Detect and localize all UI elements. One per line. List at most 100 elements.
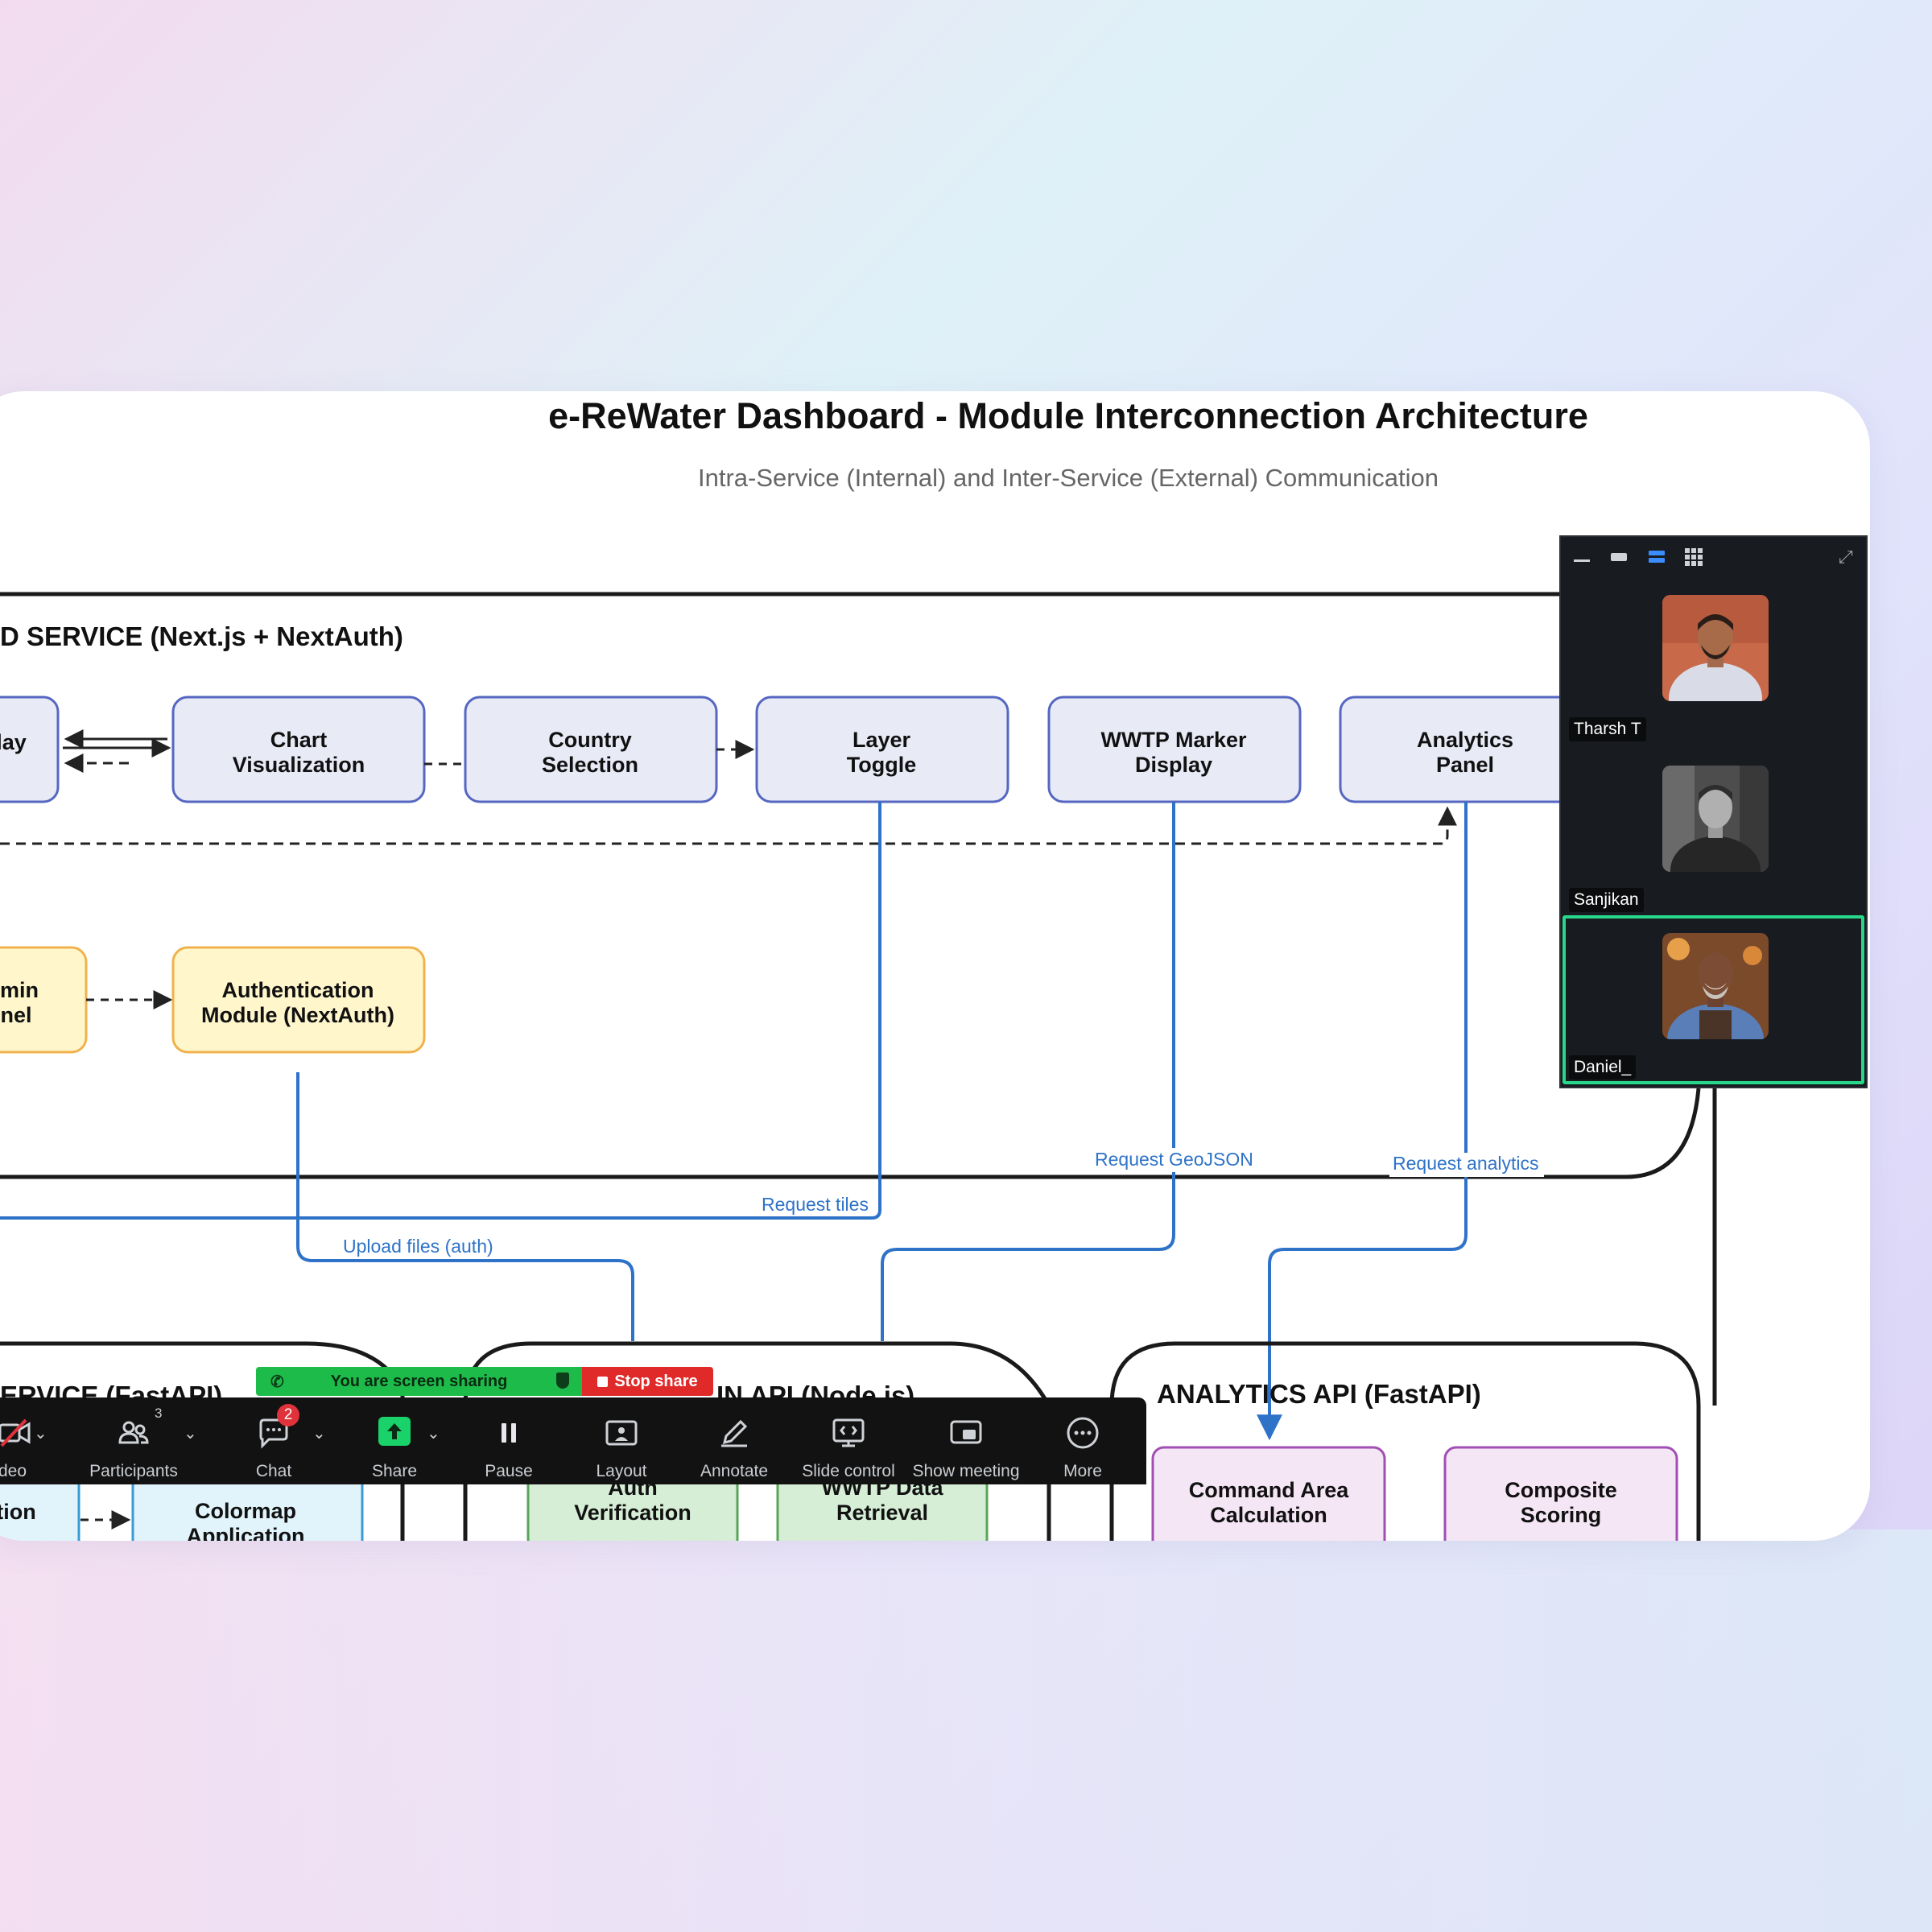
participants-icon xyxy=(116,1415,151,1451)
participant-name: Tharsh T xyxy=(1569,717,1646,741)
label-request-geojson: Request GeoJSON xyxy=(1095,1149,1253,1170)
svg-text:Application: Application xyxy=(187,1524,305,1541)
svg-text:Display: Display xyxy=(1135,753,1212,777)
svg-text:WWTP Marker: WWTP Marker xyxy=(1100,728,1247,752)
svg-text:Toggle: Toggle xyxy=(847,753,916,777)
annotate-button[interactable]: Annotate xyxy=(694,1397,774,1484)
slide-control-label: Slide control xyxy=(799,1462,898,1481)
node-composite-scoring: Composite Scoring xyxy=(1445,1447,1677,1541)
layout-label: Layout xyxy=(589,1462,654,1481)
edge-request-geojson xyxy=(882,802,1174,1341)
show-meeting-label: Show meeting xyxy=(911,1462,1021,1481)
svg-text:Visualization: Visualization xyxy=(233,753,365,777)
node-authentication-module: Authentication Module (NextAuth) xyxy=(173,947,424,1052)
node-country-selection: Country Selection xyxy=(465,697,716,802)
svg-text:Panel: Panel xyxy=(1436,753,1494,777)
stop-icon xyxy=(597,1377,608,1387)
participants-label: Participants xyxy=(87,1462,180,1481)
node-layer-toggle: Layer Toggle xyxy=(757,697,1008,802)
slide-control-button[interactable]: Slide control xyxy=(799,1397,898,1484)
show-meeting-button[interactable]: Show meeting xyxy=(911,1397,1021,1484)
svg-text:Colormap: Colormap xyxy=(195,1499,296,1523)
edge-upload-files xyxy=(298,1072,633,1341)
stop-share-button[interactable]: Stop share xyxy=(582,1367,713,1396)
chat-button[interactable]: 2 Chat xyxy=(242,1397,306,1484)
video-label: deo xyxy=(0,1462,48,1481)
analytics-api-label: ANALYTICS API (FastAPI) xyxy=(1157,1379,1481,1409)
share-screen-icon xyxy=(378,1417,411,1446)
share-label: Share xyxy=(362,1462,427,1481)
screen-sharing-status[interactable]: ✆ You are screen sharing xyxy=(256,1367,582,1396)
svg-text:tion: tion xyxy=(0,1500,36,1524)
pause-icon xyxy=(491,1415,526,1451)
video-options-chevron-icon[interactable]: ⌄ xyxy=(34,1423,47,1443)
svg-text:Module (NextAuth): Module (NextAuth) xyxy=(201,1003,394,1027)
label-request-analytics: Request analytics xyxy=(1393,1153,1539,1174)
minimize-icon[interactable] xyxy=(1572,548,1591,566)
avatar xyxy=(1662,766,1769,872)
strip-view-icon[interactable] xyxy=(1647,548,1666,566)
background-gradient xyxy=(0,1530,1932,1932)
svg-text:Composite: Composite xyxy=(1505,1478,1617,1502)
pause-label: Pause xyxy=(477,1462,541,1481)
participant-tile-active-speaker[interactable]: Daniel_ xyxy=(1563,915,1864,1084)
gallery-view-icon[interactable] xyxy=(1684,548,1703,566)
svg-text:Country: Country xyxy=(548,728,632,752)
svg-text:Analytics: Analytics xyxy=(1417,728,1513,752)
svg-text:Selection: Selection xyxy=(542,753,638,777)
participants-count: 3 xyxy=(155,1406,162,1422)
shield-icon xyxy=(556,1373,569,1389)
participant-video-panel[interactable]: ⤢ Tharsh T xyxy=(1559,535,1868,1088)
slide-control-icon xyxy=(831,1415,866,1451)
svg-text:nel: nel xyxy=(0,1003,31,1027)
edge-dashed-to-analytics xyxy=(0,808,1447,844)
share-options-chevron-icon[interactable]: ⌄ xyxy=(427,1423,440,1443)
svg-text:lay: lay xyxy=(0,730,27,754)
show-meeting-icon xyxy=(948,1415,984,1451)
participant-name: Daniel_ xyxy=(1569,1055,1636,1080)
participants-options-chevron-icon[interactable]: ⌄ xyxy=(184,1423,197,1443)
svg-text:Retrieval: Retrieval xyxy=(836,1501,928,1525)
node-admin-panel-fragment: min nel xyxy=(0,947,86,1052)
chat-unread-badge: 2 xyxy=(277,1404,299,1426)
more-button[interactable]: More xyxy=(1051,1397,1115,1484)
share-button[interactable]: Share xyxy=(362,1397,427,1484)
participant-tile[interactable]: Tharsh T xyxy=(1563,577,1864,746)
video-panel-toolbar: ⤢ xyxy=(1561,537,1866,576)
participant-tile[interactable]: Sanjikan xyxy=(1563,748,1864,917)
avatar xyxy=(1662,595,1769,701)
participant-name: Sanjikan xyxy=(1569,888,1644,912)
chat-options-chevron-icon[interactable]: ⌄ xyxy=(312,1423,326,1443)
video-off-icon xyxy=(0,1415,34,1451)
more-label: More xyxy=(1051,1462,1115,1481)
pause-share-button[interactable]: Pause xyxy=(477,1397,541,1484)
edge-request-tiles xyxy=(0,802,880,1218)
participants-button[interactable]: 3 Participants xyxy=(87,1397,180,1484)
node-command-area-calculation: Command Area Calculation xyxy=(1153,1447,1385,1541)
svg-text:Calculation: Calculation xyxy=(1210,1503,1327,1527)
svg-text:min: min xyxy=(0,978,39,1002)
svg-text:Layer: Layer xyxy=(852,728,911,752)
speaker-view-icon[interactable] xyxy=(1609,548,1629,566)
node-overlay-fragment: lay xyxy=(0,697,58,802)
stop-share-label: Stop share xyxy=(614,1373,697,1391)
phone-icon: ✆ xyxy=(270,1372,284,1392)
svg-text:Verification: Verification xyxy=(574,1501,691,1525)
label-upload-files: Upload files (auth) xyxy=(343,1236,493,1257)
chat-label: Chat xyxy=(242,1462,306,1481)
more-icon xyxy=(1065,1415,1100,1451)
label-request-tiles: Request tiles xyxy=(762,1194,869,1215)
screen-sharing-text: You are screen sharing xyxy=(331,1373,508,1391)
annotate-label: Annotate xyxy=(694,1462,774,1481)
expand-icon[interactable]: ⤢ xyxy=(1839,548,1858,566)
layout-button[interactable]: Layout xyxy=(589,1397,654,1484)
pencil-icon xyxy=(716,1415,752,1451)
node-analytics-panel: Analytics Panel xyxy=(1340,697,1591,802)
node-chart-visualization: Chart Visualization xyxy=(173,697,424,802)
svg-text:Chart: Chart xyxy=(270,728,328,752)
layout-icon xyxy=(604,1415,639,1451)
diagram-subtitle: Intra-Service (Internal) and Inter-Servi… xyxy=(698,464,1439,492)
node-wwtp-marker-display: WWTP Marker Display xyxy=(1049,697,1300,802)
screen-sharing-banner: ✆ You are screen sharing Stop share xyxy=(256,1367,713,1396)
svg-text:Authentication: Authentication xyxy=(222,978,374,1002)
